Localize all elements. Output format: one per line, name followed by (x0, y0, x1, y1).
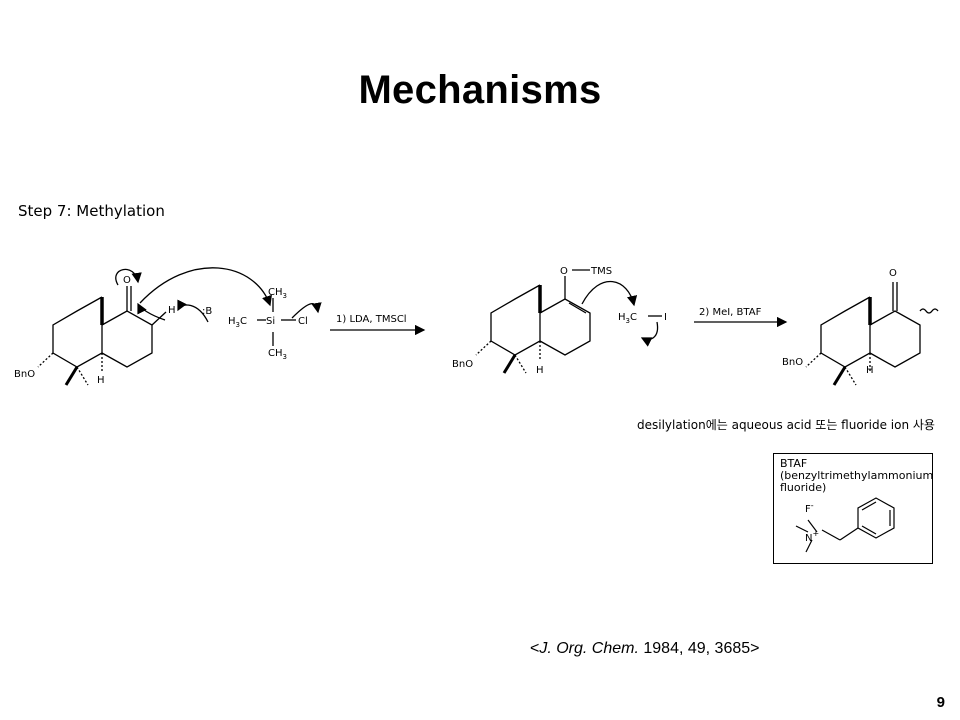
btaf-line-1: BTAF (780, 457, 808, 470)
page-number: 9 (936, 694, 945, 711)
btaf-description: BTAF (benzyltrimethylammonium fluoride) (780, 458, 933, 494)
tmscl-ch3-bottom: CH3 (268, 348, 287, 361)
tmscl-h3c: H3C (228, 316, 247, 329)
reference: <J. Org. Chem. 1984, 49, 3685> (530, 640, 760, 657)
btaf-nitrogen: N+ (805, 529, 819, 544)
reference-details: 1984, 49, 3685> (638, 640, 760, 657)
step-number: Step 7 (18, 202, 67, 220)
reagent-1: 1) LDA, TMSCl (336, 314, 407, 325)
btaf-structure (795, 497, 895, 553)
mol3-o: O (889, 268, 897, 279)
step-name: Methylation (76, 202, 165, 220)
btaf-line-2: (benzyltrimethylammonium (780, 469, 934, 482)
mol2-tms: TMS (590, 266, 612, 277)
mei-h3c: H3C (618, 312, 637, 325)
btaf-box: BTAF (benzyltrimethylammonium fluoride) (773, 453, 933, 564)
tmscl-si: Si (266, 316, 275, 327)
starting-ketone (37, 286, 167, 386)
silyl-enol-ether (475, 269, 591, 374)
mol1-alpha-h: H (168, 305, 176, 316)
mol1-h: H (97, 375, 105, 386)
mol2-h: H (536, 365, 544, 376)
tmscl-cl: Cl (298, 316, 308, 327)
desilylation-note: desilylation에는 aqueous acid 또는 fluoride … (637, 418, 935, 432)
btaf-line-3: fluoride) (780, 481, 827, 494)
reference-journal: J. Org. Chem. (539, 640, 639, 657)
mol2-bno: BnO (452, 359, 473, 370)
mol2-o: O (560, 266, 568, 277)
page-title: Mechanisms (358, 68, 602, 112)
reagent-2: 2) MeI, BTAF (699, 307, 762, 318)
mol3-bno: BnO (782, 357, 803, 368)
mol1-o: O (123, 275, 131, 286)
btaf-fluoride: F- (805, 501, 814, 515)
base-label: :B (202, 306, 212, 317)
mei-i: I (664, 312, 667, 323)
mol3-h: H (866, 365, 874, 376)
methylated-ketone (805, 282, 939, 386)
tmscl-ch3-top: CH3 (268, 287, 287, 300)
mol1-bno: BnO (14, 369, 35, 380)
step-label: Step 7: Methylation (18, 202, 165, 220)
